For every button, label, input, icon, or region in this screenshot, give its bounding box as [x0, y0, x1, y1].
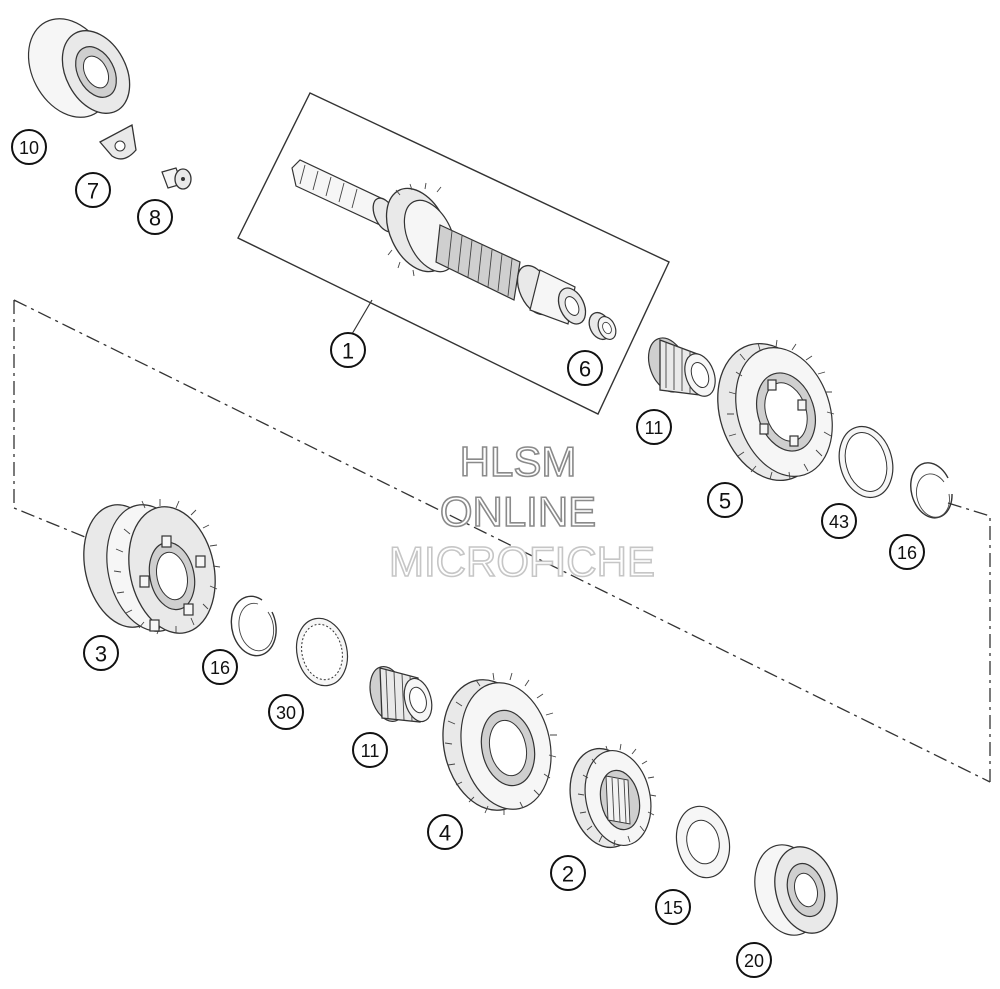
callout-label: 6 — [579, 357, 591, 382]
gear-part-2 — [569, 743, 657, 849]
callout-label: 43 — [829, 512, 849, 532]
callout-4: 4 — [427, 814, 463, 850]
callout-label: 2 — [562, 862, 574, 887]
callout-label: 16 — [210, 658, 230, 678]
shaft-gear — [385, 182, 457, 277]
double-gear-part-3 — [83, 499, 221, 635]
callout-15: 15 — [655, 889, 691, 925]
washer-part-43 — [838, 425, 894, 499]
callout-label: 4 — [439, 821, 451, 846]
callout-label: 1 — [342, 339, 354, 364]
watermark-line-1: HLSM — [460, 438, 577, 485]
callout-6: 6 — [567, 350, 603, 386]
callout-16-right: 16 — [889, 534, 925, 570]
watermark: HLSM ONLINE MICROFICHE — [388, 437, 656, 586]
main-shaft-part-1 — [291, 159, 587, 325]
splined-washer-part-30 — [295, 617, 349, 687]
callout-1: 1 — [330, 332, 366, 368]
callout-label: 8 — [149, 206, 161, 231]
screw-part-8 — [161, 167, 192, 190]
callout-30: 30 — [268, 694, 304, 730]
leader-line-1 — [351, 299, 373, 335]
callout-label: 11 — [645, 418, 664, 438]
callout-label: 3 — [95, 642, 107, 667]
callout-label: 11 — [361, 741, 380, 761]
assembly-dash-line — [13, 299, 991, 783]
gear-part-4 — [442, 672, 557, 815]
circlip-part-16-right — [910, 462, 953, 519]
bush-part-6 — [588, 311, 617, 341]
callout-11-bottom: 11 — [352, 732, 388, 768]
callout-label: 20 — [744, 951, 764, 971]
callout-label: 10 — [19, 138, 39, 158]
callout-43: 43 — [821, 503, 857, 539]
callout-10: 10 — [11, 129, 47, 165]
circlip-part-16-left — [230, 595, 277, 657]
callout-label: 7 — [87, 179, 99, 204]
callout-8: 8 — [137, 199, 173, 235]
lock-plate-part-7 — [98, 123, 137, 160]
callout-5: 5 — [707, 482, 743, 518]
callout-3: 3 — [83, 635, 119, 671]
callout-20: 20 — [736, 942, 772, 978]
watermark-line-2: ONLINE — [440, 488, 596, 535]
callout-label: 15 — [663, 898, 683, 918]
callout-11-top: 11 — [636, 409, 672, 445]
washer-part-15 — [675, 805, 731, 879]
watermark-line-3: MICROFICHE — [389, 538, 655, 585]
needle-bearing-part-11-top — [647, 337, 716, 397]
bearing-part-10 — [27, 18, 131, 118]
callout-7: 7 — [75, 172, 111, 208]
needle-bearing-part-11-bottom — [369, 665, 433, 723]
callout-label: 16 — [897, 543, 917, 563]
callout-label: 30 — [276, 703, 296, 723]
callout-2: 2 — [550, 855, 586, 891]
bearing-part-20 — [754, 844, 838, 936]
callout-16-left: 16 — [202, 649, 238, 685]
gear-part-5 — [717, 339, 835, 481]
shaft-group-box — [237, 92, 670, 415]
callout-label: 5 — [719, 489, 731, 514]
